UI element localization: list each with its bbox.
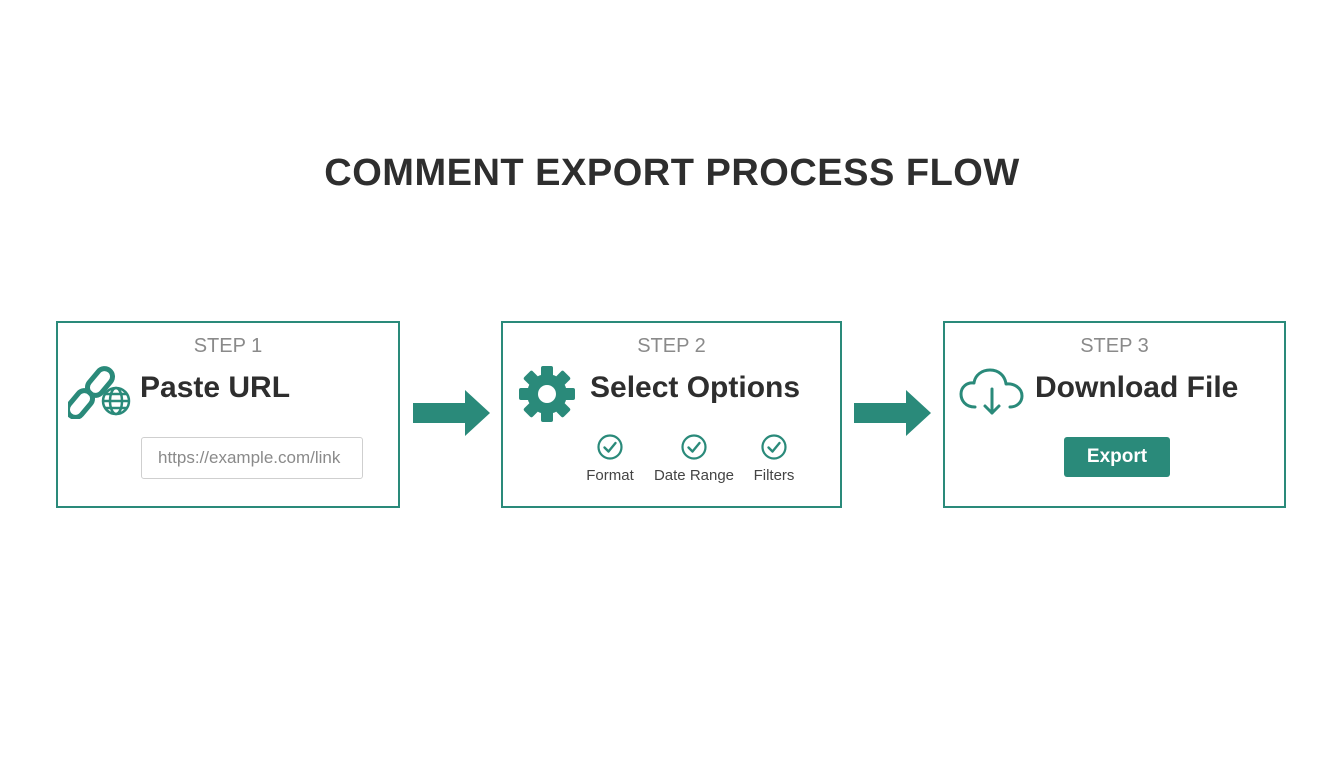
option-format-label: Format bbox=[586, 467, 634, 484]
link-globe-icon bbox=[68, 366, 131, 419]
option-filters-label: Filters bbox=[753, 467, 795, 484]
step-1-title: Paste URL bbox=[140, 371, 291, 404]
diagram-title: COMMENT EXPORT PROCESS FLOW bbox=[324, 152, 1020, 194]
option-format[interactable]: Format bbox=[560, 433, 660, 484]
arrow-right-icon bbox=[854, 390, 931, 436]
step-3-title: Download File bbox=[1035, 371, 1239, 404]
option-date-range[interactable]: Date Range bbox=[644, 433, 744, 484]
step-3-number: STEP 3 bbox=[1080, 335, 1149, 357]
step-3-card: STEP 3 Download File Export bbox=[943, 321, 1286, 508]
check-circle-icon bbox=[597, 434, 623, 460]
step-2-title: Select Options bbox=[590, 371, 801, 404]
export-button[interactable]: Export bbox=[1064, 437, 1170, 477]
option-date-range-label: Date Range bbox=[653, 467, 735, 484]
gear-icon bbox=[519, 366, 575, 422]
step-2-card: STEP 2 Select Options Format Date Range bbox=[501, 321, 842, 508]
arrow-right-icon bbox=[413, 390, 490, 436]
step-1-number: STEP 1 bbox=[193, 335, 263, 357]
check-circle-icon bbox=[681, 434, 707, 460]
step-1-card: STEP 1 Paste URL bbox=[56, 321, 400, 508]
url-input[interactable] bbox=[141, 437, 363, 479]
cloud-download-icon bbox=[959, 368, 1024, 415]
check-circle-icon bbox=[761, 434, 787, 460]
option-filters[interactable]: Filters bbox=[724, 433, 824, 484]
step-2-number: STEP 2 bbox=[637, 335, 706, 357]
